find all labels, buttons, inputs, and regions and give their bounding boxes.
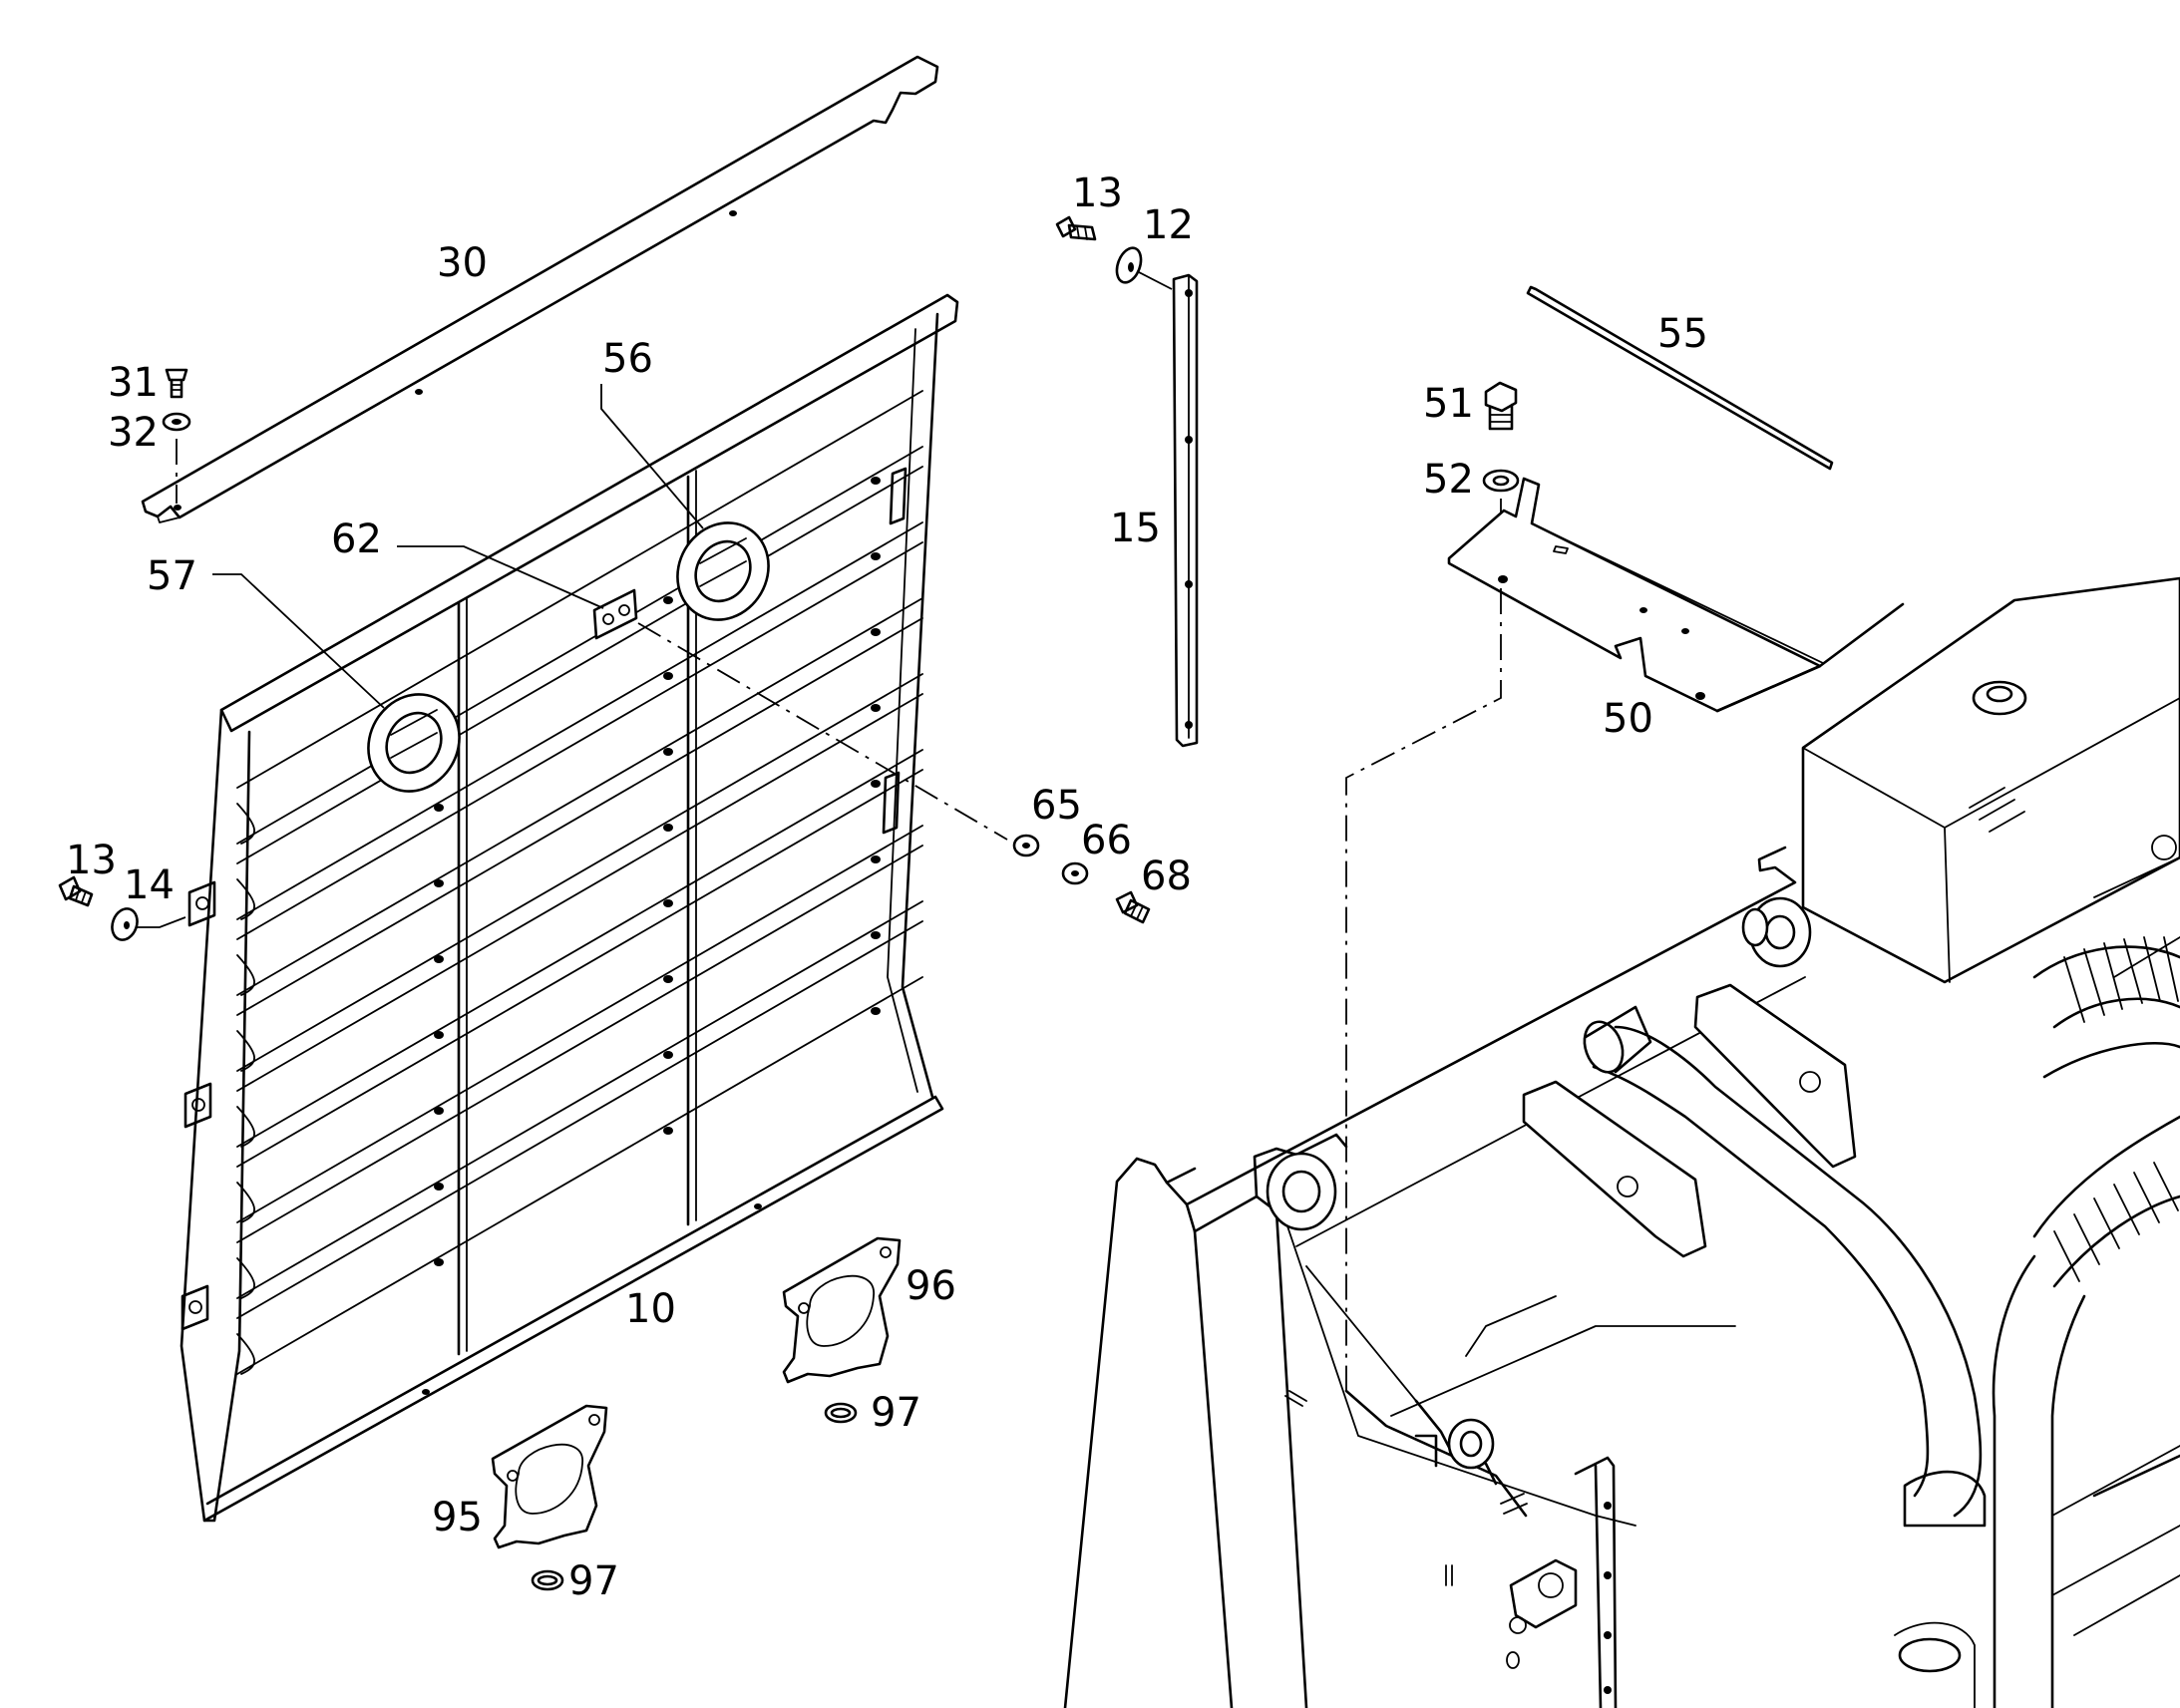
louvre-rivet: [434, 879, 444, 887]
part-52-washer: [1482, 469, 1520, 493]
callout-97-b: 97: [568, 1558, 619, 1604]
part-68-screw: [1115, 890, 1151, 924]
louvre-rivet: [871, 704, 881, 712]
callout-66: 66: [1081, 818, 1132, 863]
louvre-rivet: [434, 955, 444, 963]
part-15-strap: [1172, 273, 1199, 748]
louvre-rivet: [663, 899, 673, 907]
part-13-screw-left: [58, 875, 94, 907]
louvre-blade: [236, 541, 923, 996]
part-31-screw: [165, 368, 188, 399]
part-66-nut: [1061, 861, 1089, 885]
callout-57: 57: [147, 553, 197, 599]
part-56-ring: [676, 521, 770, 621]
callout-13-top: 13: [1072, 171, 1123, 216]
callout-62: 62: [331, 516, 382, 562]
axis-12-15: [1136, 270, 1173, 290]
louvre-blade: [236, 466, 923, 920]
callout-12: 12: [1143, 202, 1194, 248]
louvre-rivet: [663, 824, 673, 832]
callout-68: 68: [1141, 854, 1192, 899]
axis-14-bracket: [137, 916, 186, 928]
callout-97-a: 97: [871, 1390, 921, 1436]
callout-55: 55: [1657, 311, 1708, 357]
part-97-oring-a: [824, 1402, 858, 1424]
louvre-blade: [236, 920, 923, 1375]
callout-13-left: 13: [66, 838, 117, 883]
louvre-rivet: [434, 804, 444, 812]
louvre-rivet: [663, 748, 673, 756]
louvre-blade: [236, 845, 923, 1299]
part-30-top-cover: [141, 55, 939, 523]
louvre-rivet: [663, 1127, 673, 1135]
callout-labels: 30 31 32 56 62 57 13 12 15 55 51 52 50 6…: [66, 171, 1708, 1604]
callout-51: 51: [1423, 381, 1474, 427]
louvre-rivet: [871, 780, 881, 788]
callout-56: 56: [602, 336, 653, 382]
part-62-plate: [592, 588, 638, 640]
louvre-blade: [236, 693, 923, 1148]
callout-50: 50: [1603, 696, 1653, 742]
louvre-rivet: [434, 1258, 444, 1266]
callout-52: 52: [1423, 457, 1474, 503]
louvre-rivet: [434, 1107, 444, 1115]
callout-95: 95: [432, 1495, 483, 1540]
part-57-ring: [367, 693, 461, 793]
part-12-washer: [1115, 246, 1143, 284]
callout-31: 31: [108, 360, 159, 406]
louvre-rivet: [434, 1183, 444, 1191]
louvre-blade: [236, 769, 923, 1223]
part-65-washer: [1012, 834, 1040, 857]
part-55-strip: [1526, 285, 1834, 471]
part-32-washer: [162, 412, 191, 432]
callout-14: 14: [124, 862, 175, 908]
louvre-rivet: [663, 975, 673, 983]
leader-lines: [212, 384, 704, 709]
louvre-rivet: [871, 931, 881, 939]
machine-frame: [1063, 576, 2180, 1708]
louvre-rivet: [434, 1031, 444, 1039]
louvre-rivet: [871, 628, 881, 636]
louvre-blade: [236, 390, 923, 845]
louvre-blade: [236, 617, 923, 1072]
part-50-bracket: [1447, 477, 1905, 713]
axis-62-65: [637, 622, 1008, 841]
callout-15: 15: [1110, 506, 1161, 551]
louvre-rivet: [871, 1007, 881, 1015]
louvre-rivet: [871, 855, 881, 863]
louvre-rivet: [871, 477, 881, 485]
part-97-oring-b: [531, 1569, 564, 1591]
callout-65: 65: [1031, 783, 1082, 829]
louvre-rivet: [663, 1051, 673, 1059]
part-14-washer: [111, 907, 139, 941]
callout-10: 10: [625, 1286, 676, 1332]
part-13-screw-top: [1055, 215, 1097, 241]
callout-96: 96: [906, 1263, 956, 1309]
part-96-bracket: [782, 1236, 902, 1384]
part-51-bolt: [1484, 381, 1518, 431]
part-95-bracket: [491, 1404, 608, 1549]
louvre-rivet: [663, 596, 673, 604]
callout-30: 30: [437, 240, 488, 286]
louvre-rivet: [663, 672, 673, 680]
callout-32: 32: [108, 410, 159, 456]
louvre-rivet: [871, 552, 881, 560]
